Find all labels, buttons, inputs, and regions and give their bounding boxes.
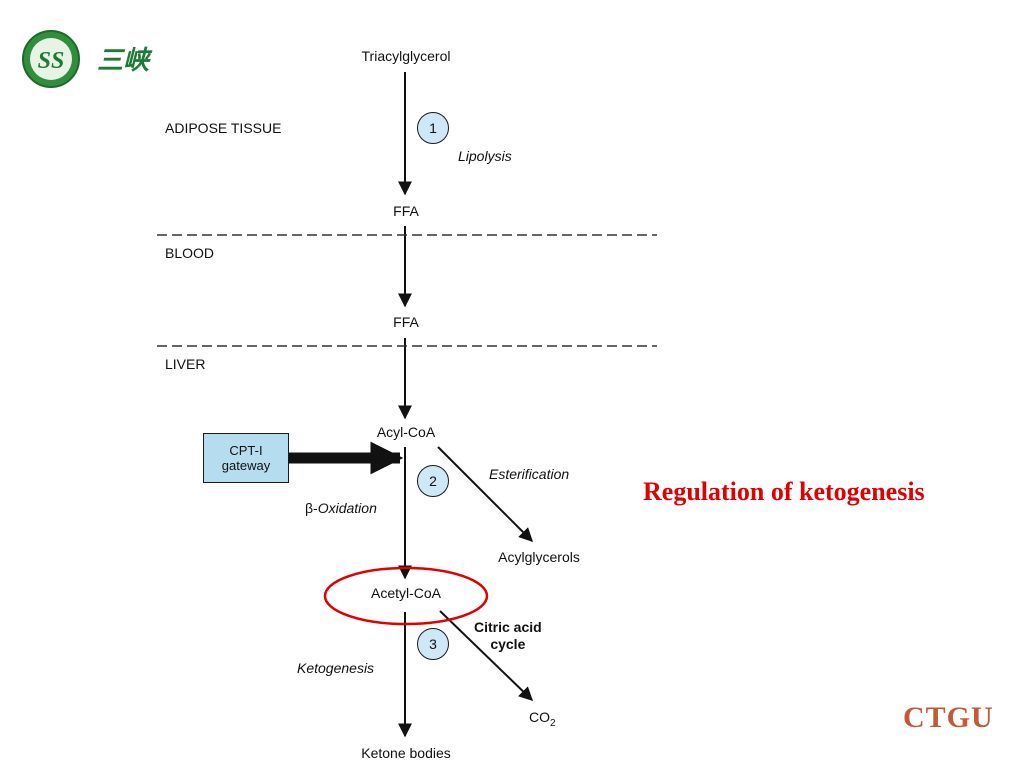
arrow-citric-acid <box>439 610 534 701</box>
slide-title: Regulation of ketogenesis <box>643 477 925 506</box>
label-blood: BLOOD <box>165 245 215 261</box>
step-2-badge: 2 <box>417 465 449 497</box>
cpt-i-gateway-box: CPT-I gateway <box>203 433 289 483</box>
label-beta-oxidation: β-Oxidation <box>305 500 377 516</box>
node-acylglycerols: Acylglycerols <box>498 549 580 565</box>
label-citric-acid-cycle: Citric acid cycle <box>474 619 542 652</box>
node-co2: CO2 <box>529 709 556 729</box>
step-1-badge: 1 <box>417 112 449 144</box>
arrow-esterification <box>437 446 533 542</box>
node-acyl-coa: Acyl-CoA <box>376 424 436 440</box>
label-lipolysis: Lipolysis <box>458 148 512 164</box>
node-triacylglycerol: Triacylglycerol <box>361 48 451 64</box>
node-acetyl-coa: Acetyl-CoA <box>370 585 442 601</box>
label-liver: LIVER <box>165 356 206 372</box>
cpt-line-2: gateway <box>221 458 271 473</box>
logo-text: 三峡 <box>97 46 150 75</box>
node-ffa-liver: FFA <box>393 314 419 330</box>
label-esterification: Esterification <box>489 466 570 482</box>
node-ketone-bodies: Ketone bodies <box>361 745 451 761</box>
node-ffa-blood: FFA <box>393 203 419 219</box>
label-adipose-tissue: ADIPOSE TISSUE <box>165 120 282 136</box>
footer-brand: CTGU <box>903 701 994 734</box>
university-logo: SS <box>22 30 80 88</box>
label-ketogenesis: Ketogenesis <box>297 660 375 676</box>
svg-text:SS: SS <box>38 48 65 74</box>
cpt-line-1: CPT-I <box>229 443 263 458</box>
acetyl-coa-highlight <box>323 566 489 626</box>
step-3-badge: 3 <box>417 628 449 660</box>
